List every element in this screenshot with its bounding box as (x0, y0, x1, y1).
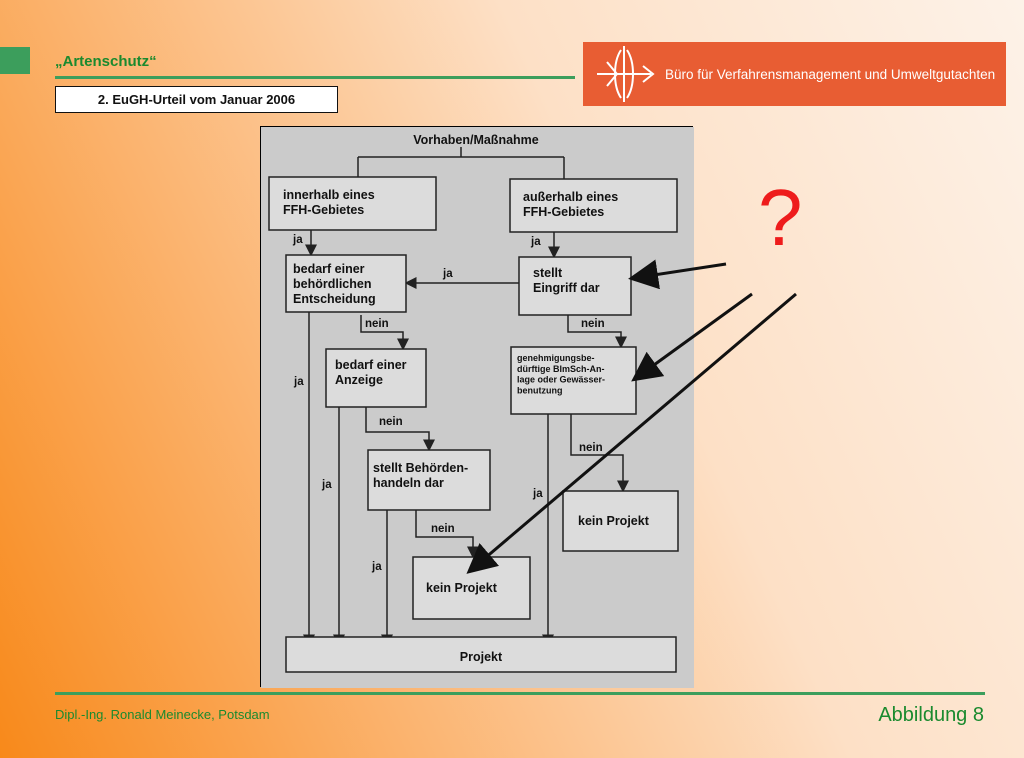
edge-label-nein-2: nein (581, 318, 605, 330)
accent-square (0, 47, 30, 74)
node-permit-required: genehmigungsbe-dürftige BImSch-An-lage o… (517, 353, 605, 395)
subtitle-box: 2. EuGH-Urteil vom Januar 2006 (55, 86, 338, 113)
edge-label-ja-7: ja (371, 561, 382, 573)
footer-line (55, 692, 985, 695)
node-text-line: stellt (533, 266, 563, 280)
node-text-line: behördlichen (293, 277, 371, 291)
edge-label-nein-5: nein (431, 523, 455, 535)
question-mark: ? (758, 173, 803, 262)
node-project: Projekt (460, 650, 503, 664)
node-text-line: innerhalb eines (283, 188, 375, 202)
arrow-to-no-project (466, 292, 797, 574)
node-text-line: genehmigungsbe- (517, 353, 595, 363)
company-logo: Büro für Verfahrensmanagement und Umwelt… (583, 42, 1006, 106)
edge-label-nein-4: nein (579, 442, 603, 454)
node-text-line: dürftige BImSch-An- (517, 364, 605, 374)
edge-label-ja-2: ja (530, 236, 541, 248)
node-no-project-right: kein Projekt (578, 514, 650, 528)
node-text-line: bedarf einer (335, 358, 407, 372)
arrow-cross-logo-icon (597, 46, 655, 102)
slide-title: „Artenschutz“ (55, 53, 157, 70)
node-text-line: bedarf einer (293, 262, 365, 276)
logo-text: Büro für Verfahrensmanagement und Umwelt… (665, 66, 996, 82)
edge-label-nein-1: nein (365, 318, 389, 330)
footer-author: Dipl.-Ing. Ronald Meinecke, Potsdam (55, 707, 270, 722)
node-authority-action: stellt Behörden-handeln dar (373, 461, 468, 490)
node-text-line: FFH-Gebietes (283, 203, 364, 217)
edge-label-ja-6: ja (532, 488, 543, 500)
node-text-line: Eingriff dar (533, 281, 600, 295)
node-text-line: Entscheidung (293, 292, 376, 306)
footer-figure: Abbildung 8 (878, 704, 984, 726)
node-text-line: handeln dar (373, 476, 444, 490)
node-no-project-left: kein Projekt (426, 581, 498, 595)
subtitle-text: 2. EuGH-Urteil vom Januar 2006 (97, 92, 296, 107)
arrow-to-permit (631, 292, 753, 382)
edge-label-nein-3: nein (379, 416, 403, 428)
node-text-line: Anzeige (335, 373, 383, 387)
node-text-line: lage oder Gewässer- (517, 375, 605, 385)
node-text-line: benutzung (517, 385, 563, 395)
edge-label-ja-4: ja (293, 376, 304, 388)
title-underline (55, 76, 575, 79)
edge-label-ja-5: ja (321, 479, 332, 491)
edge-label-ja-1: ja (292, 234, 303, 246)
node-text-line: FFH-Gebietes (523, 205, 604, 219)
arrow-to-intervention (628, 259, 727, 290)
node-root: Vorhaben/Maßnahme (413, 133, 539, 147)
edge-label-ja-3: ja (442, 268, 453, 280)
node-text-line: außerhalb eines (523, 190, 618, 204)
node-text-line: stellt Behörden- (373, 461, 468, 475)
